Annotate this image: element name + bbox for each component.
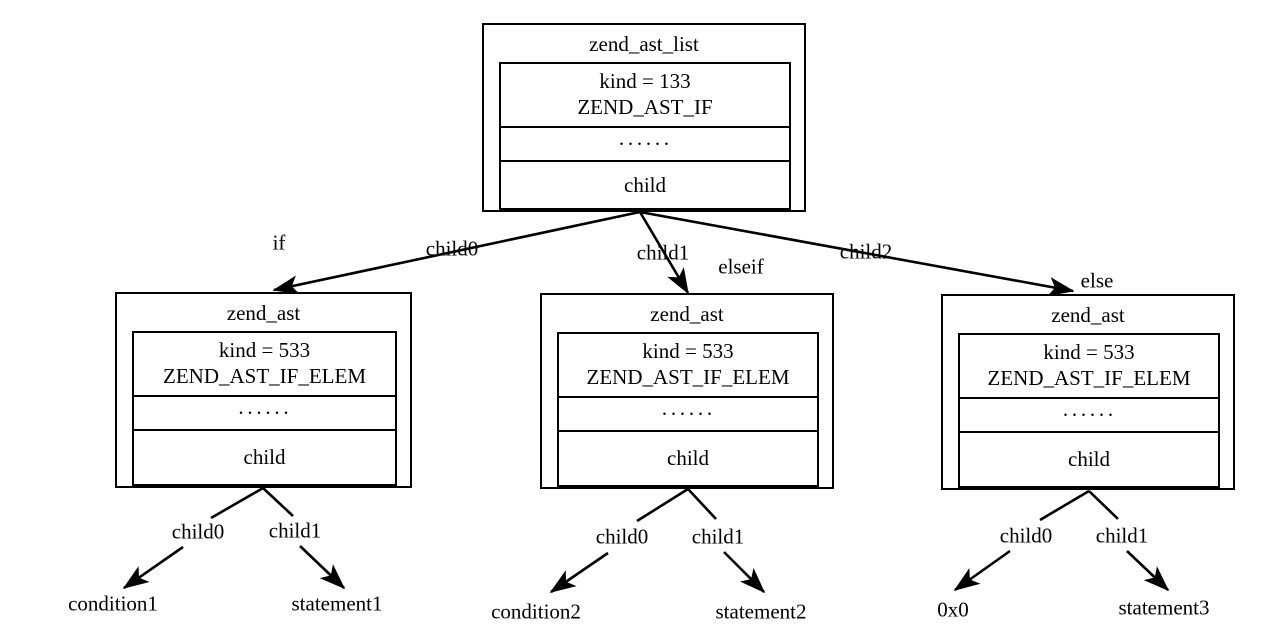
- field-ellipsis: ······: [501, 126, 789, 160]
- edge-label-else: else: [1080, 268, 1114, 293]
- node-title: zend_ast_list: [589, 32, 699, 56]
- leaf-statement3: statement3: [1118, 595, 1210, 620]
- field-kind-name: ZEND_AST_IF: [577, 95, 713, 119]
- field-kind-name: ZEND_AST_IF_ELEM: [163, 364, 366, 388]
- edge-label-root-child2: child2: [839, 239, 893, 264]
- edge-label-elseif: elseif: [718, 254, 764, 279]
- edge-label-else-child1: child1: [1095, 523, 1149, 548]
- edge-label-root-child0: child0: [425, 236, 479, 261]
- edge-elseif-child0-stem: [636, 487, 689, 523]
- node-zend-ast-else-elem[interactable]: zend_ast kind = 533 ZEND_AST_IF_ELEM ···…: [941, 294, 1235, 490]
- leaf-condition1: condition1: [68, 591, 158, 616]
- field-kind-name: ZEND_AST_IF_ELEM: [987, 366, 1191, 390]
- node-title: zend_ast: [226, 301, 301, 325]
- field-ellipsis: ······: [559, 396, 817, 430]
- edge-label-root-child1: child1: [636, 240, 690, 265]
- field-kind: kind = 533 ZEND_AST_IF_ELEM: [134, 333, 395, 395]
- edge-label-if: if: [272, 230, 286, 255]
- field-child: child: [960, 431, 1218, 486]
- edge-label-elseif-child1: child1: [691, 524, 745, 549]
- field-kind-value: kind = 533: [218, 338, 311, 363]
- field-child: child: [134, 429, 395, 484]
- node-fields-panel: kind = 533 ZEND_AST_IF_ELEM ······ child: [958, 333, 1220, 488]
- edge-label-if-child0: child0: [171, 519, 225, 544]
- edge-if-child1-stem: [262, 487, 294, 517]
- field-ellipsis: ······: [960, 397, 1218, 431]
- node-zend-ast-if-elem[interactable]: zend_ast kind = 533 ZEND_AST_IF_ELEM ···…: [115, 292, 412, 488]
- field-kind-value: kind = 133: [599, 69, 691, 94]
- edge-if-child1-arrow: [299, 545, 346, 590]
- edge-else-child1-arrow: [1126, 550, 1170, 592]
- node-title: zend_ast: [1051, 303, 1125, 327]
- edge-elseif-child0-arrow: [549, 551, 609, 594]
- field-kind: kind = 533 ZEND_AST_IF_ELEM: [960, 335, 1218, 397]
- edge-label-if-child1: child1: [268, 518, 322, 543]
- edge-elseif-child1-arrow: [723, 551, 766, 594]
- field-kind: kind = 133 ZEND_AST_IF: [501, 64, 789, 126]
- leaf-statement2: statement2: [715, 599, 807, 624]
- node-fields-panel: kind = 133 ZEND_AST_IF ······ child: [499, 62, 791, 210]
- edge-label-else-child0: child0: [999, 523, 1053, 548]
- node-zend-ast-list-root[interactable]: zend_ast_list kind = 133 ZEND_AST_IF ···…: [482, 23, 806, 212]
- field-child: child: [501, 160, 789, 208]
- node-fields-panel: kind = 533 ZEND_AST_IF_ELEM ······ child: [132, 331, 397, 486]
- field-kind-value: kind = 533: [1043, 340, 1135, 365]
- edge-elseif-child1-stem: [687, 488, 717, 520]
- node-fields-panel: kind = 533 ZEND_AST_IF_ELEM ······ child: [557, 332, 819, 487]
- field-kind-value: kind = 533: [642, 339, 734, 364]
- leaf-statement1: statement1: [291, 591, 383, 616]
- edge-else-child1-stem: [1088, 490, 1119, 520]
- field-kind-name: ZEND_AST_IF_ELEM: [586, 365, 790, 389]
- leaf-null-pointer: 0x0: [937, 597, 969, 622]
- node-title: zend_ast: [650, 302, 724, 326]
- edge-label-elseif-child0: child0: [595, 524, 649, 549]
- edge-if-child0-arrow: [122, 545, 184, 590]
- edge-if-child0-stem: [210, 486, 264, 520]
- edge-else-child0-stem: [1039, 489, 1090, 522]
- field-ellipsis: ······: [134, 395, 395, 429]
- leaf-condition2: condition2: [491, 599, 581, 624]
- edge-else-child0-arrow: [953, 549, 1011, 592]
- field-kind: kind = 533 ZEND_AST_IF_ELEM: [559, 334, 817, 396]
- node-zend-ast-elseif-elem[interactable]: zend_ast kind = 533 ZEND_AST_IF_ELEM ···…: [540, 293, 834, 489]
- field-child: child: [559, 430, 817, 485]
